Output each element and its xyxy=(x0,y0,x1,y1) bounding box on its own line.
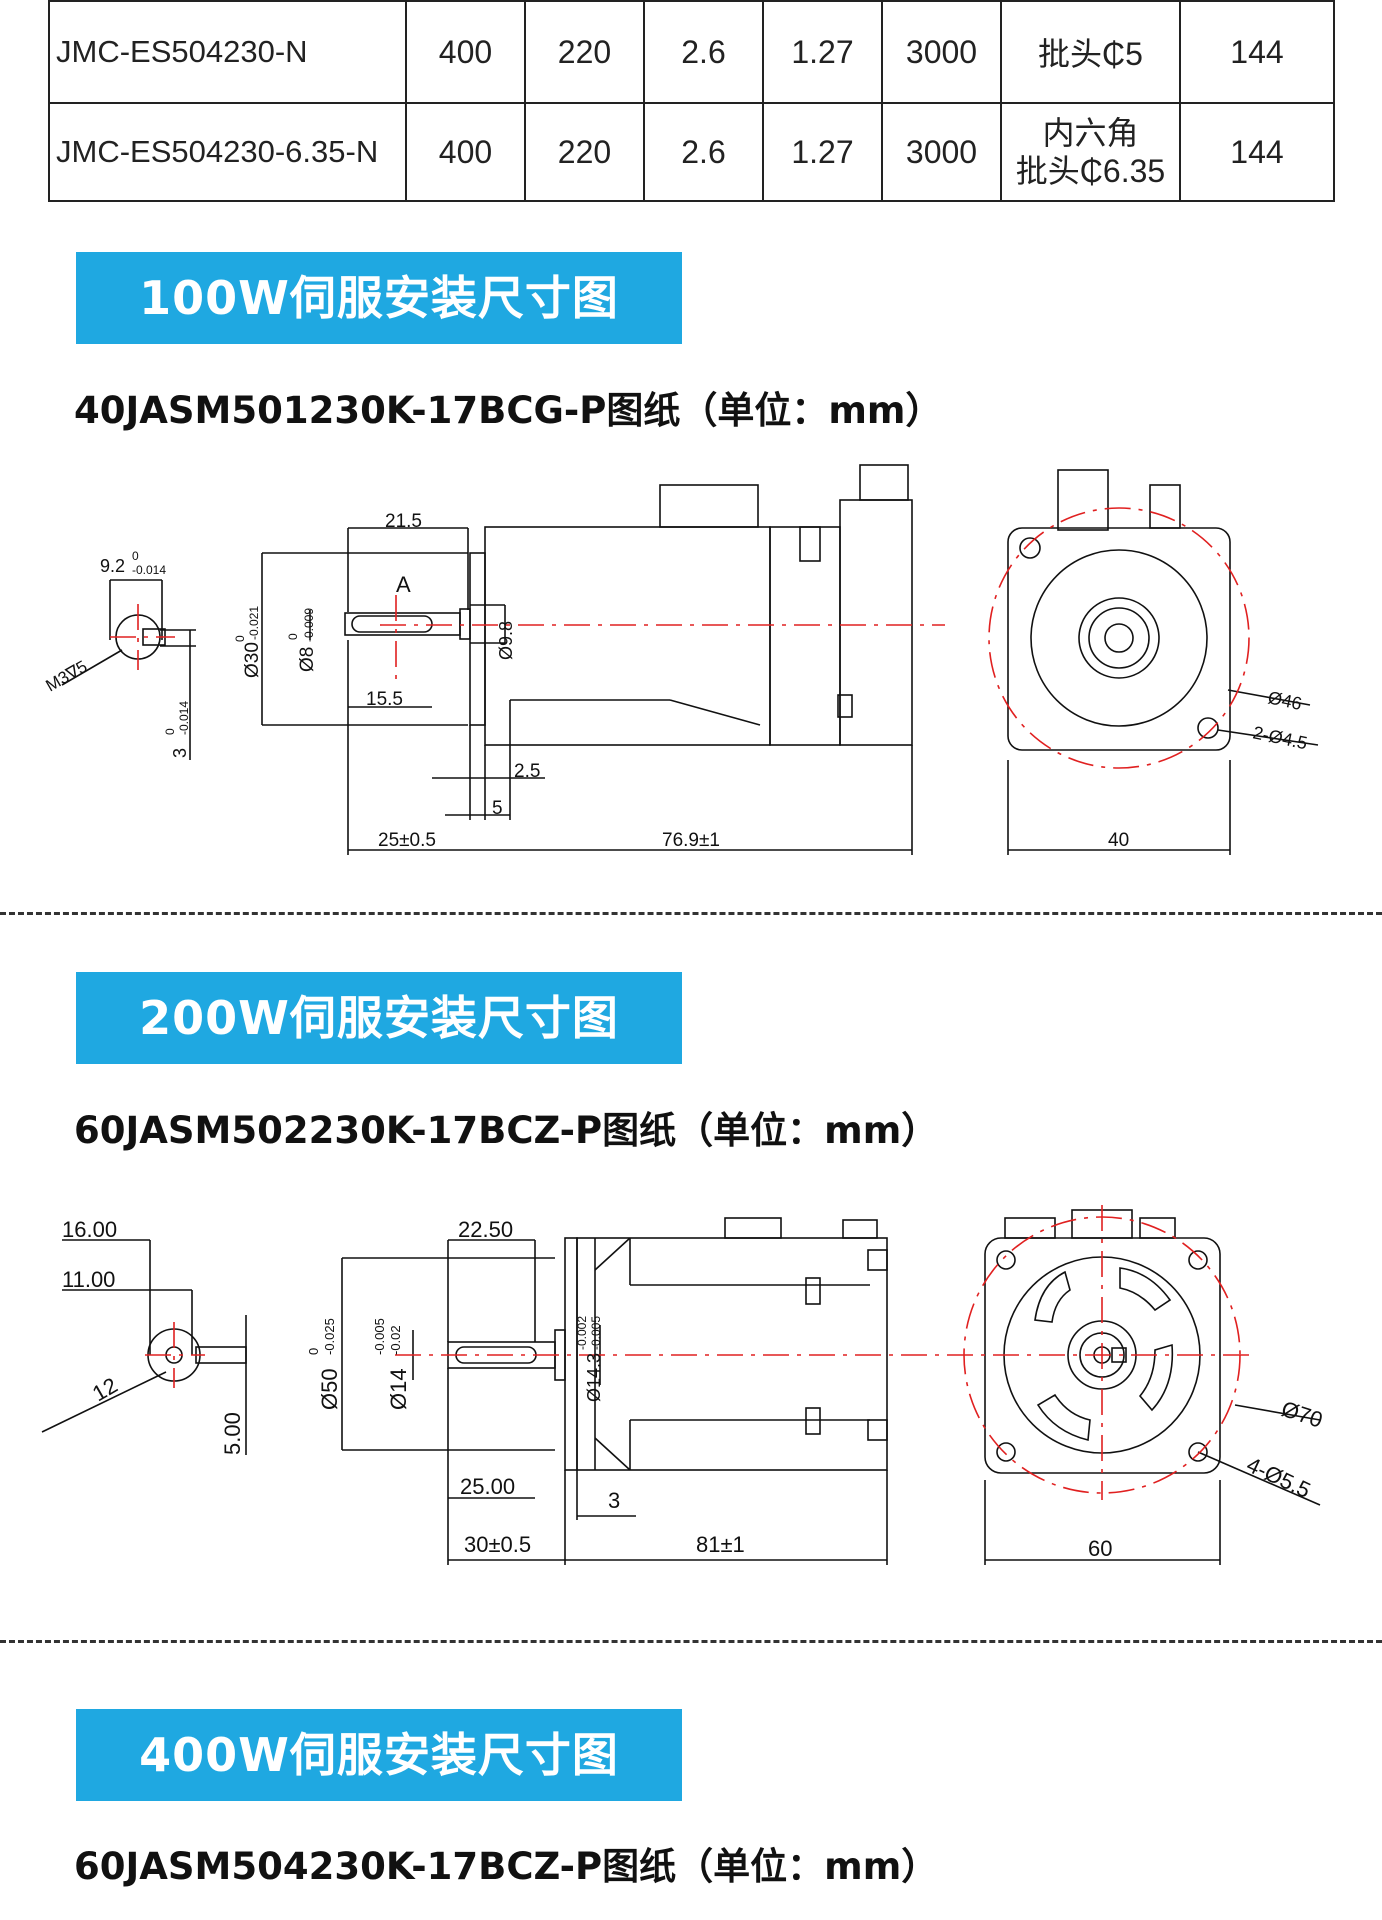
section-banner-200w: 200W伺服安装尺寸图 xyxy=(76,972,682,1064)
key-len-dim: 25.00 xyxy=(460,1474,515,1499)
square-dim: 60 xyxy=(1088,1536,1112,1561)
key-width-dim: 9.2 xyxy=(100,556,125,576)
voltage-cell: 220 xyxy=(524,0,645,104)
model-cell: JMC-ES504230-6.35-N xyxy=(48,102,407,202)
shaft-line-2: 批头₵6.35 xyxy=(1015,153,1166,189)
square-dim: 40 xyxy=(1108,830,1129,851)
speed-cell: 3000 xyxy=(881,0,1002,104)
flange-tol-top: 0 xyxy=(233,635,247,642)
flange-tol-bot: -0.021 xyxy=(247,606,261,640)
length-cell: 144 xyxy=(1179,102,1335,202)
key-depth-tol-top: 0 xyxy=(163,728,177,735)
view-marker: A xyxy=(396,572,411,597)
dim-16: 16.00 xyxy=(62,1217,117,1242)
dim-12: 12 xyxy=(88,1372,122,1406)
shaft-tol-bot: -0.009 xyxy=(302,608,316,642)
power-cell: 400 xyxy=(405,102,526,202)
section-banner-100w: 100W伺服安装尺寸图 xyxy=(76,252,682,344)
shaft-total-dim: 25±0.5 xyxy=(378,830,436,851)
key-width-tol-top: 0 xyxy=(132,549,139,563)
section-divider xyxy=(0,1640,1382,1643)
flange-dia-dim: Ø30 xyxy=(242,642,263,678)
table-row: JMC-ES504230-N 400 220 2.6 1.27 3000 批头₵… xyxy=(48,0,1335,104)
rated-torque-cell: 1.27 xyxy=(762,102,883,202)
length-cell: 144 xyxy=(1179,0,1335,104)
boss-tol-top: -0.002 xyxy=(575,1316,589,1350)
step-dim: 5 xyxy=(492,798,503,819)
drawing-title-200w: 60JASM502230K-17BCZ-P图纸（单位：mm） xyxy=(74,1109,939,1152)
drawing-title-100w: 40JASM501230K-17BCG-P图纸（单位：mm） xyxy=(74,389,943,432)
shaft-dia-dim: Ø8 xyxy=(297,647,318,672)
shaft-len-dim: 21.5 xyxy=(385,511,422,532)
shaft-dia-dim: Ø14 xyxy=(386,1368,411,1410)
holes-dim: 2-Ø4.5 xyxy=(1251,722,1309,753)
flange-dia-dim: Ø50 xyxy=(317,1368,342,1410)
torque-cell: 2.6 xyxy=(643,102,764,202)
shaft-line-1: 内六角 xyxy=(1042,115,1139,151)
key-depth-tol-bot: -0.014 xyxy=(177,701,191,735)
drawing-200w: 16.00 11.00 12 5.00 22.50 Ø50 0 -0.025 Ø… xyxy=(41,1205,1326,1565)
flange-thk-dim: 3 xyxy=(608,1488,620,1513)
body-len-dim: 76.9±1 xyxy=(662,830,720,851)
pcd-dim: Ø70 xyxy=(1278,1396,1325,1433)
thread-dim: M3∇5 xyxy=(43,657,91,696)
drawing-100w: 9.2 0 -0.014 M3∇5 3 0 -0.014 21.5 A 15.5… xyxy=(43,464,1319,855)
holes-dim: 4-Ø5.5 xyxy=(1243,1452,1315,1503)
shaft-tol-top: 0 xyxy=(286,633,300,640)
table-row: JMC-ES504230-6.35-N 400 220 2.6 1.27 300… xyxy=(48,102,1335,202)
key-depth-dim: 3 xyxy=(170,748,190,758)
drawing-title-400w: 60JASM504230K-17BCZ-P图纸（单位：mm） xyxy=(74,1845,939,1888)
voltage-cell: 220 xyxy=(524,102,645,202)
body-len-dim: 81±1 xyxy=(696,1532,745,1557)
key-len-dim: 15.5 xyxy=(366,689,403,710)
spec-table: JMC-ES504230-N 400 220 2.6 1.27 3000 批头₵… xyxy=(48,0,1335,202)
power-cell: 400 xyxy=(405,0,526,104)
shaft-total-dim: 30±0.5 xyxy=(464,1532,531,1557)
speed-cell: 3000 xyxy=(881,102,1002,202)
shaft-tol-top: -0.005 xyxy=(372,1318,387,1355)
section-divider xyxy=(0,912,1382,915)
dim-5: 5.00 xyxy=(220,1412,245,1455)
key-width-tol-bot: -0.014 xyxy=(132,563,166,577)
flange-tol-top: 0 xyxy=(306,1348,321,1355)
flange-thk-dim: 2.5 xyxy=(514,761,540,782)
flange-tol-bot: -0.025 xyxy=(322,1318,337,1355)
section-banner-400w: 400W伺服安装尺寸图 xyxy=(76,1709,682,1801)
shaft-cell: 内六角 批头₵6.35 xyxy=(1000,102,1181,202)
model-cell: JMC-ES504230-N xyxy=(48,0,407,104)
dim-11: 11.00 xyxy=(62,1267,115,1292)
shaft-cell: 批头₵5 xyxy=(1000,0,1181,104)
torque-cell: 2.6 xyxy=(643,0,764,104)
boss-tol-bot: -0.005 xyxy=(589,1316,603,1350)
boss-dia-dim: Ø9.8 xyxy=(496,621,516,660)
shaft-len-dim: 22.50 xyxy=(458,1217,513,1242)
boss-dia-dim: Ø14.3 xyxy=(584,1353,604,1402)
pcd-dim: Ø46 xyxy=(1266,687,1303,714)
rated-torque-cell: 1.27 xyxy=(762,0,883,104)
shaft-tol-bot: -0.02 xyxy=(388,1325,403,1355)
